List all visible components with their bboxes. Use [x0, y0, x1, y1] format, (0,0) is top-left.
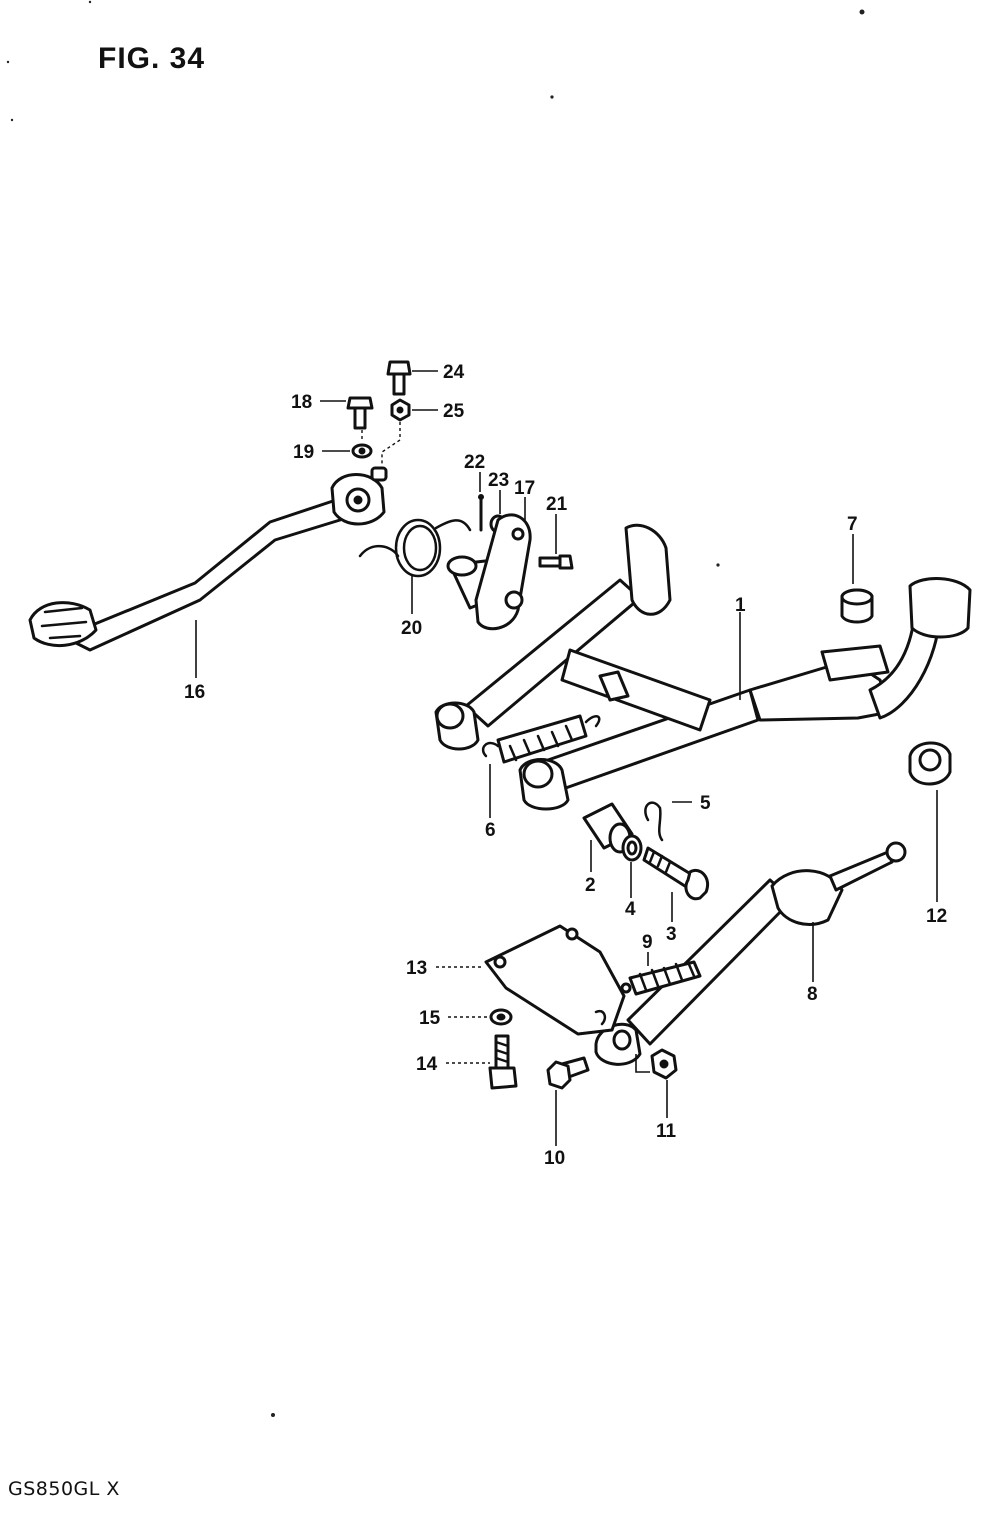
- rubber-12: [908, 741, 952, 786]
- dash-line-24-25: [381, 422, 401, 466]
- callout-8: 8: [807, 984, 818, 1005]
- bolt-14: [488, 1034, 518, 1090]
- pin-22: [478, 494, 484, 532]
- bracket-17: [446, 513, 532, 631]
- callout-22: 22: [464, 452, 485, 473]
- callout-6: 6: [485, 820, 496, 841]
- callout-3: 3: [666, 924, 677, 945]
- leader-lines: [195, 370, 938, 1146]
- bolt-10: [546, 1056, 590, 1090]
- callout-24: 24: [443, 362, 465, 383]
- callout-9: 9: [642, 932, 653, 953]
- spring-20: [358, 518, 472, 578]
- bracket-13: [484, 924, 626, 1036]
- callout-12: 12: [926, 906, 947, 927]
- callout-15: 15: [419, 1008, 441, 1029]
- spacer-2: [582, 802, 634, 854]
- washer-15: [489, 1008, 513, 1026]
- callout-14: 14: [416, 1054, 438, 1075]
- callout-18: 18: [291, 392, 312, 413]
- callout-16: 16: [184, 682, 205, 703]
- callout-7: 7: [847, 514, 858, 535]
- callout-4: 4: [625, 899, 636, 920]
- spring-6: [481, 714, 601, 764]
- callouts: 1 2 3 4 5 6 7 8 9 10 11 12 13 14 15 16 1…: [184, 362, 947, 1169]
- nut-11: [650, 1048, 678, 1080]
- callout-21: 21: [546, 494, 568, 515]
- callout-19: 19: [293, 442, 314, 463]
- model-label: GS850GL X: [8, 1478, 120, 1500]
- center-stand-1: [434, 523, 972, 811]
- callout-23: 23: [488, 470, 509, 491]
- callout-25: 25: [443, 401, 465, 422]
- callout-20: 20: [401, 618, 422, 639]
- figure-title: FIG. 34: [98, 42, 206, 75]
- spring-9: [620, 960, 702, 996]
- washer-19: [351, 443, 373, 459]
- scan-specks: [6, 0, 865, 1417]
- rubber-cap-7: [840, 588, 874, 624]
- callout-1: 1: [735, 595, 746, 616]
- bolt-3: [642, 846, 709, 901]
- bolt-21: [538, 554, 574, 570]
- side-stand-8: [594, 841, 907, 1066]
- bolt-24: [386, 360, 412, 396]
- hook-line-11: [635, 1054, 650, 1073]
- callout-11: 11: [656, 1121, 677, 1142]
- brake-pedal-16: [28, 466, 388, 652]
- callout-17: 17: [514, 478, 535, 499]
- callout-13: 13: [406, 958, 427, 979]
- washer-4: [621, 834, 643, 862]
- callout-2: 2: [585, 875, 596, 896]
- callout-10: 10: [544, 1148, 565, 1169]
- callout-5: 5: [700, 793, 711, 814]
- bolt-18: [346, 396, 374, 430]
- clip-5: [644, 801, 664, 842]
- nut-25: [390, 398, 411, 422]
